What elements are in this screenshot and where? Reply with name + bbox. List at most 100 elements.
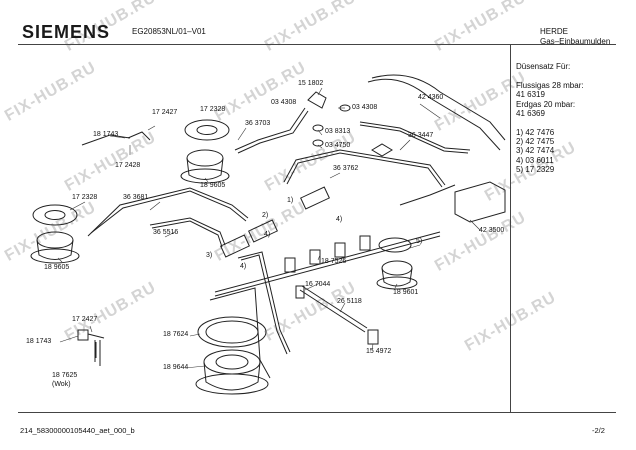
part-label: 16 7044 [305, 281, 331, 288]
legend-item: 3) 42 7474 [516, 146, 555, 156]
thermocouple-265118b [301, 285, 368, 329]
gas-tube-363681 [87, 187, 249, 237]
part-label: 36 3681 [123, 194, 149, 201]
model-number: EG20853NL/01–V01 [132, 27, 206, 36]
burner-base-189601 [381, 260, 413, 276]
gas-tap-3 [220, 234, 250, 258]
burner-base-body [381, 267, 413, 287]
wok-ring-187624 [197, 316, 267, 348]
part-label: 17 2427 [152, 109, 178, 116]
callout-3: 3) [206, 252, 213, 259]
part-label: 03 4750 [325, 142, 351, 149]
ignition-wire [399, 184, 456, 206]
part-label: 36 3703 [245, 120, 271, 127]
legend-item: 5) 17 2329 [516, 164, 555, 174]
part-label: 18 9605 [44, 264, 70, 271]
gas-tube-wok [237, 251, 291, 353]
burner-base-flange [30, 248, 80, 264]
part-label: 17 2328 [72, 194, 98, 201]
callout-1: 1) [287, 197, 294, 204]
part-label: 42 4360 [418, 94, 444, 101]
ignition-wire-424360b [371, 74, 506, 141]
part-label: 36 3762 [333, 165, 359, 172]
gas-tube-365516-inner [151, 220, 223, 248]
nozzle-legend: Düsensatz Für: Flussigas 28 mbar: 41 631… [516, 62, 612, 174]
burner-cap-172329 [378, 237, 412, 253]
footer-divider [18, 412, 616, 413]
part-label: (Wok) [52, 381, 71, 388]
manifold-feed [209, 287, 271, 379]
gas-tube-363762-inner [286, 152, 443, 188]
legend-panel [510, 44, 616, 412]
part-label: 18 9644 [163, 364, 189, 371]
legend-line: Erdgas 20 mbar: [516, 99, 576, 109]
part-label: 18 9605 [200, 182, 226, 189]
callout-4: 4) [336, 216, 343, 223]
ignition-module-423500 [454, 181, 506, 223]
burner-base-body [36, 239, 74, 260]
part-label: 18 1743 [26, 338, 52, 345]
wok-burner-body [203, 361, 261, 391]
burner-cap-172328 [184, 119, 230, 141]
gas-tube-wok-inner [240, 254, 288, 355]
gas-tube-363703-inner [237, 110, 309, 154]
document-id: 214_58300000105440_aet_000_b [20, 426, 135, 435]
gas-tube-363447 [359, 121, 471, 151]
header-divider [18, 44, 616, 45]
burner-cap-inner [44, 210, 66, 220]
tap-bracket [334, 242, 346, 258]
callout-2: 2) [262, 212, 269, 219]
legend-item: 4) 03 6011 [516, 155, 554, 165]
wok-ring-inner [205, 320, 259, 344]
thermocouple-265118 [299, 289, 366, 333]
tap-bracket [284, 257, 296, 273]
part-label: 03 4308 [352, 104, 378, 111]
gas-tube-363447-inner [359, 124, 469, 154]
legend-line: 41 6319 [516, 90, 545, 100]
callout-5: 5) [416, 238, 423, 245]
electrode-172427 [127, 131, 151, 141]
manifold-rail-lower [214, 235, 441, 297]
burner-base-189605-left [36, 231, 74, 249]
connector-167044 [295, 285, 305, 299]
part-label: 36 3447 [408, 132, 434, 139]
part-label: 03 4308 [271, 99, 297, 106]
fitting-154972 [367, 329, 379, 345]
tap-bracket [309, 249, 321, 265]
part-label: 03 8313 [325, 128, 351, 135]
part-label: 18 7526 [321, 258, 347, 265]
tap-bracket [359, 235, 371, 251]
part-label: 17 2328 [200, 106, 226, 113]
clip [371, 143, 393, 157]
ignition-wire-wok [94, 340, 101, 366]
gas-tap-1 [300, 186, 330, 210]
burner-base-flange [376, 276, 418, 290]
washer-034750 [312, 139, 324, 147]
category-line-1: HERDE [540, 27, 569, 36]
part-label: 15 4972 [366, 348, 392, 355]
electrode-181743 [77, 329, 89, 341]
burner-base-body [186, 157, 224, 180]
elbow-151802 [307, 91, 327, 109]
legend-item: 2) 42 7475 [516, 137, 555, 147]
gas-tube-363703 [234, 107, 306, 151]
part-label: 36 5516 [153, 229, 179, 236]
part-label: 26 5118 [337, 298, 362, 305]
gas-tube-363681-inner [90, 190, 247, 234]
burner-base-189605-top [186, 149, 224, 167]
legend-item: 1) 42 7476 [516, 128, 555, 138]
part-label: 17 2427 [72, 316, 98, 323]
part-label: 18 1743 [93, 131, 119, 138]
category-box: HERDE Gas–Einbaumulden [540, 27, 610, 47]
part-label: 17 2428 [115, 162, 141, 169]
part-label: 42 3500 [479, 227, 505, 234]
electrode-wire [81, 134, 131, 146]
legend-line: Flussigas 28 mbar: [516, 81, 584, 91]
gas-tube-363762 [283, 149, 446, 186]
gas-tube-365516 [149, 217, 226, 246]
wok-burner-189644 [203, 349, 261, 375]
brand-logo: SIEMENS [22, 22, 111, 42]
category-line-2: Gas–Einbaumulden [540, 37, 611, 46]
